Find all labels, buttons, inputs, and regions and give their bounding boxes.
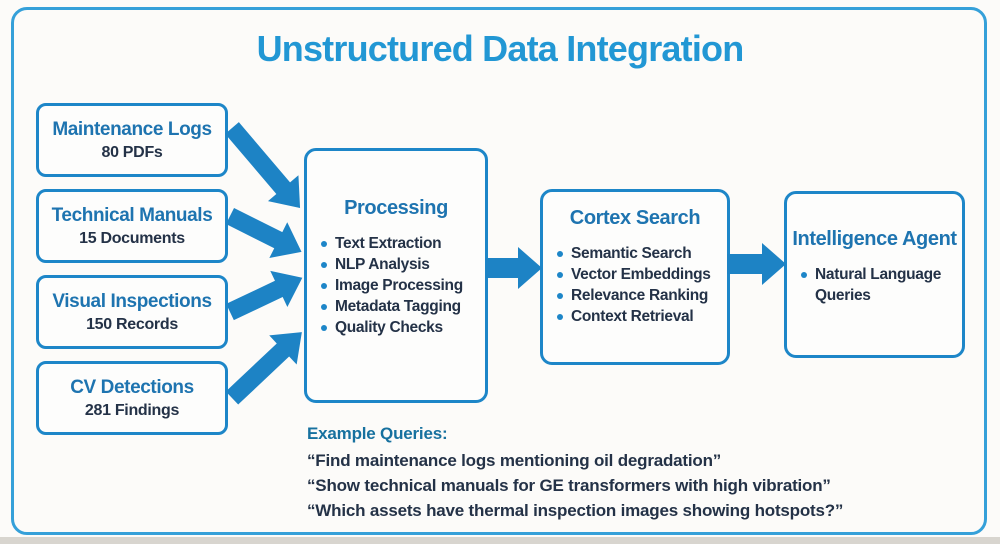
bullet-item: Quality Checks [321, 317, 479, 338]
slide-frame [11, 7, 987, 535]
bullet-item: Semantic Search [557, 243, 721, 264]
processing-box-title: Processing [344, 197, 448, 219]
cortex-search-box-title: Cortex Search [569, 207, 701, 229]
source-box-title: Visual Inspections [52, 290, 212, 312]
intelligence-agent-box: Intelligence Agent Natural Language Quer… [784, 191, 965, 358]
bullet-icon [321, 241, 327, 247]
bullet-label: Image Processing [335, 277, 463, 294]
bullet-item: Relevance Ranking [557, 285, 721, 306]
source-box-count: 150 Records [86, 315, 178, 333]
bullet-label: Relevance Ranking [571, 287, 709, 304]
bullet-label: Metadata Tagging [335, 298, 461, 315]
source-box-count: 281 Findings [84, 401, 180, 419]
bullet-icon [557, 272, 563, 278]
bullet-item: Text Extraction [321, 233, 479, 254]
source-box: Visual Inspections 150 Records [36, 275, 228, 349]
example-query: “Find maintenance logs mentioning oil de… [307, 451, 722, 470]
bullet-icon [321, 262, 327, 268]
intelligence-agent-bullet-list: Natural Language Queries [787, 264, 962, 306]
bullet-label: Context Retrieval [571, 308, 694, 325]
bullet-label: Text Extraction [335, 235, 442, 252]
source-box-title: Technical Manuals [51, 204, 213, 226]
bullet-icon [321, 304, 327, 310]
bullet-item: Vector Embeddings [557, 264, 721, 285]
example-queries-heading: Example Queries: [307, 424, 448, 443]
example-queries-block: Example Queries: “Find maintenance logs … [307, 424, 987, 523]
bullet-label: Semantic Search [571, 245, 692, 262]
bullet-item: Image Processing [321, 275, 479, 296]
bullet-item: Metadata Tagging [321, 296, 479, 317]
bullet-icon [557, 293, 563, 299]
bullet-item: Natural Language Queries [801, 264, 956, 306]
processing-box: Processing Text Extraction NLP Analysis … [304, 148, 488, 403]
source-box-title: Maintenance Logs [52, 118, 212, 140]
bullet-label: Vector Embeddings [571, 266, 711, 283]
bullet-label: Quality Checks [335, 319, 443, 336]
source-box-count: 80 PDFs [101, 143, 163, 161]
cortex-search-box: Cortex Search Semantic Search Vector Emb… [540, 189, 730, 365]
bullet-icon [801, 272, 807, 278]
example-query-list: “Find maintenance logs mentioning oil de… [307, 448, 987, 523]
bullet-label: NLP Analysis [335, 256, 430, 273]
source-box: Technical Manuals 15 Documents [36, 189, 228, 263]
example-query: “Which assets have thermal inspection im… [307, 501, 844, 520]
bullet-label: Natural Language Queries [815, 266, 942, 304]
bullet-icon [557, 251, 563, 257]
source-box: Maintenance Logs 80 PDFs [36, 103, 228, 177]
bullet-item: Context Retrieval [557, 306, 721, 327]
cortex-search-bullet-list: Semantic Search Vector Embeddings Releva… [543, 243, 727, 327]
bottom-shadow-strip [0, 537, 1000, 544]
source-box-title: CV Detections [70, 376, 194, 398]
source-box-count: 15 Documents [79, 229, 185, 247]
page-title: Unstructured Data Integration [256, 28, 745, 69]
bullet-icon [557, 314, 563, 320]
source-box: CV Detections 281 Findings [36, 361, 228, 435]
processing-bullet-list: Text Extraction NLP Analysis Image Proce… [307, 233, 485, 338]
source-box-list: Maintenance Logs 80 PDFs Technical Manua… [36, 103, 228, 435]
bullet-icon [321, 325, 327, 331]
example-query: “Show technical manuals for GE transform… [307, 476, 831, 495]
bullet-icon [321, 283, 327, 289]
intelligence-agent-box-title: Intelligence Agent [792, 228, 957, 250]
bullet-item: NLP Analysis [321, 254, 479, 275]
